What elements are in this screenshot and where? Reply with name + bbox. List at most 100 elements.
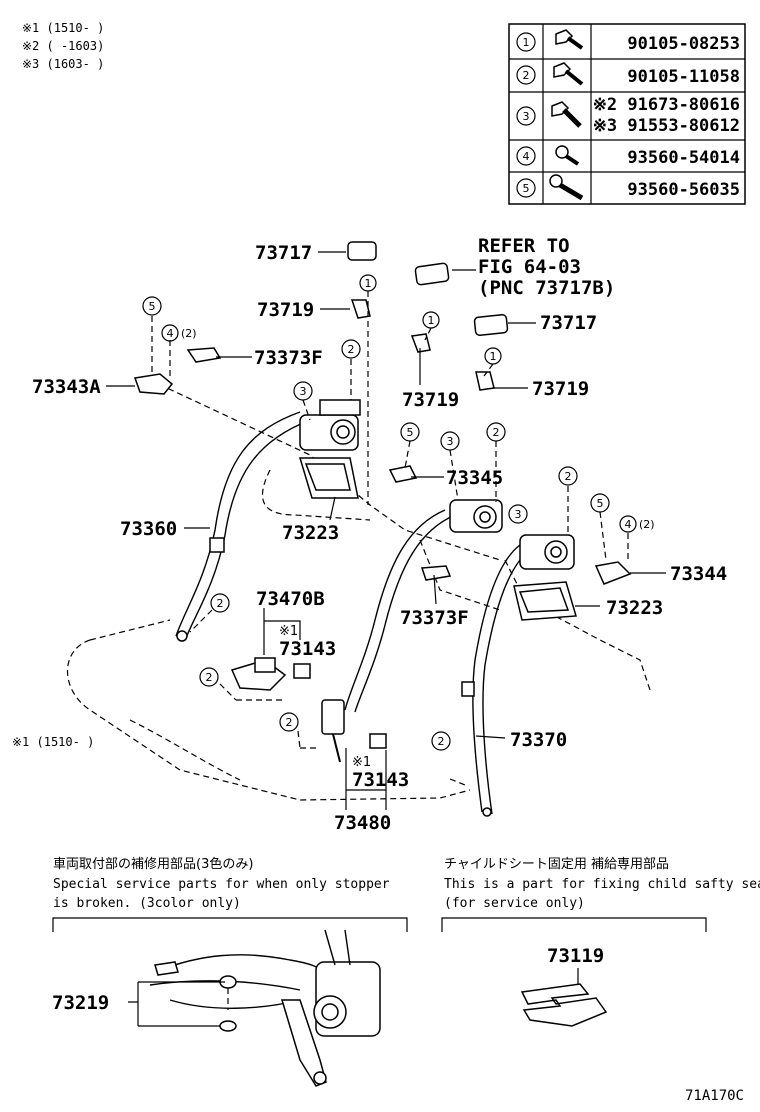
cover-73373F [186, 347, 222, 363]
svg-text:5: 5 [407, 426, 414, 439]
label-73345: 73345 [446, 467, 503, 489]
svg-text:5: 5 [149, 300, 156, 313]
svg-text:4: 4 [625, 518, 632, 531]
cover-73717 [473, 314, 509, 336]
retractor-right [519, 534, 575, 570]
qty-mark: (2) [181, 327, 197, 340]
bottom-right-jp: チャイルドシート固定用 補給専用部品 [444, 857, 669, 872]
svg-text:1: 1 [490, 350, 497, 363]
callout-leaders [151, 291, 629, 786]
svg-text:5: 5 [597, 497, 604, 510]
anchor-73344 [594, 561, 632, 585]
svg-text:2: 2 [286, 716, 293, 729]
body-outline [67, 379, 651, 801]
bottom-right-en1: This is a part for fixing child safty se… [444, 877, 760, 892]
refer-line1: REFER TO [478, 235, 570, 257]
svg-text:2: 2 [493, 426, 500, 439]
table-row: 4 93560-54014 [516, 145, 740, 168]
table-row: 2 90105-11058 [516, 62, 740, 87]
part-number: ※3 91553-80612 [593, 116, 740, 136]
label-73719: 73719 [257, 299, 314, 321]
label-73223: 73223 [606, 597, 663, 619]
panel-bracket [441, 917, 707, 932]
label-73143: 73143 [279, 638, 336, 660]
seat-belt-73360 [175, 411, 311, 642]
label-73373F: 73373F [400, 607, 469, 629]
buckle-73470B [230, 657, 287, 691]
label-73470B: 73470B [256, 588, 325, 610]
label-73370: 73370 [510, 729, 567, 751]
label-73373F: 73373F [254, 347, 323, 369]
row-number: 5 [523, 182, 530, 195]
row-number: 4 [523, 150, 530, 163]
label-73223: 73223 [282, 522, 339, 544]
tray-73223-inner [304, 463, 351, 491]
cover-73717B [414, 262, 450, 286]
anchor-73345 [388, 465, 418, 483]
svg-text:2: 2 [217, 597, 224, 610]
panel-bracket [52, 917, 408, 932]
part-number: 90105-08253 [627, 34, 740, 54]
label-73717: 73717 [255, 242, 312, 264]
svg-text:2: 2 [438, 735, 445, 748]
figure-id: 71A170C [685, 1088, 744, 1104]
label-73344: 73344 [670, 563, 727, 585]
svg-text:1: 1 [428, 314, 435, 327]
refer-line3: (PNC 73717B) [478, 277, 615, 299]
row-number: 3 [523, 110, 530, 123]
svg-text:2: 2 [565, 470, 572, 483]
svg-text:3: 3 [447, 435, 454, 448]
label-73719: 73719 [402, 389, 459, 411]
label-leaders [106, 251, 666, 810]
note-k3: ※3 (1603- ) [22, 57, 104, 71]
qty-mark: (2) [639, 518, 655, 531]
stopper-73143 [369, 733, 387, 749]
retractor-center [449, 499, 503, 533]
svg-text:2: 2 [206, 671, 213, 684]
svg-text:3: 3 [300, 385, 307, 398]
mark-k1: ※1 [352, 755, 371, 770]
label-73119: 73119 [547, 945, 604, 967]
label-73143: 73143 [352, 769, 409, 791]
part-number: ※2 91673-80616 [593, 95, 740, 115]
cover-73717 [347, 241, 377, 261]
bolt-icon [553, 62, 584, 86]
label-73360: 73360 [120, 518, 177, 540]
bottom-left-jp: 車両取付部の補修用部品(3色のみ) [53, 856, 253, 872]
screw-icon [549, 174, 584, 201]
row-number: 1 [523, 36, 530, 49]
label-73219: 73219 [52, 992, 109, 1014]
svg-text:3: 3 [515, 508, 522, 521]
bottom-left-en2: is broken. (3color only) [53, 896, 241, 911]
bolt-icon [551, 101, 582, 128]
retractor-left [299, 399, 361, 451]
part-number: 90105-11058 [627, 67, 740, 87]
note-k2: ※2 ( -1603) [22, 39, 104, 53]
refer-line2: FIG 64-03 [478, 256, 581, 278]
bracket-73719 [350, 299, 371, 319]
svg-text:2: 2 [348, 343, 355, 356]
callout-circles: 1 2 3 5 4 1 1 5 3 2 3 2 5 4 2 2 2 2 [142, 274, 637, 751]
note-k1: ※1 (1510- ) [22, 21, 104, 35]
table-row: 1 90105-08253 [516, 29, 740, 54]
stopper-73143 [293, 663, 311, 679]
bracket-73719 [410, 333, 431, 353]
svg-text:4: 4 [167, 327, 174, 340]
label-73343A: 73343A [32, 376, 101, 398]
child-seat-plate-73119 [520, 983, 608, 1027]
bolt-icon [555, 29, 584, 50]
label-73717: 73717 [540, 312, 597, 334]
svg-text:1: 1 [365, 277, 372, 290]
tray-73223-inner [518, 587, 570, 613]
mark-k1: ※1 [279, 624, 298, 639]
label-73719: 73719 [532, 378, 589, 400]
table-row: 5 93560-56035 [516, 174, 740, 201]
note-left: ※1 (1510- ) [12, 735, 94, 749]
label-73480: 73480 [334, 812, 391, 834]
screw-icon [555, 145, 580, 166]
bottom-right-en2: (for service only) [444, 896, 585, 911]
cover-73373F [420, 565, 452, 581]
part-number: 93560-56035 [627, 180, 740, 200]
bottom-left-en1: Special service parts for when only stop… [53, 877, 390, 892]
